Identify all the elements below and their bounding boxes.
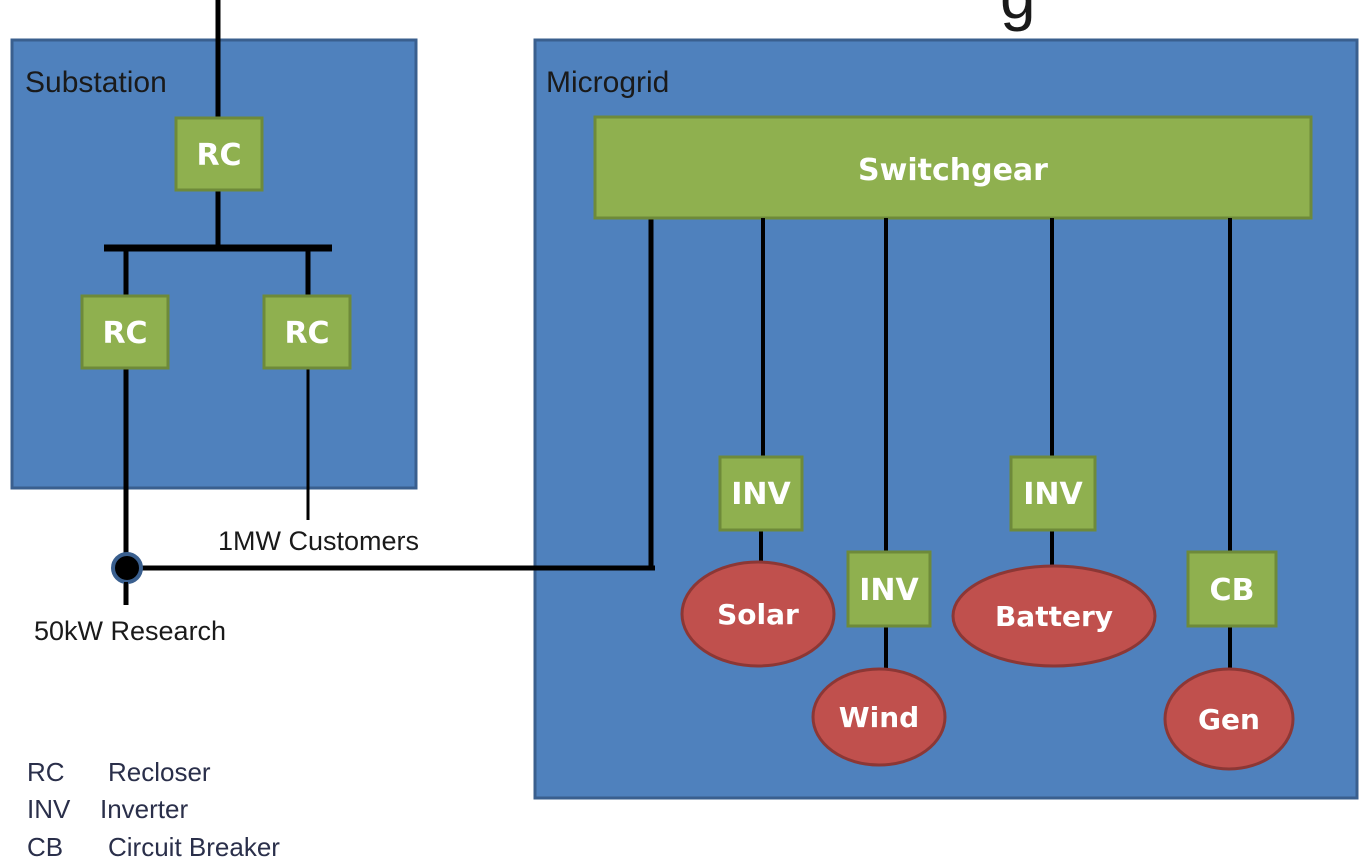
legend-meaning-cb: Circuit Breaker: [108, 832, 280, 862]
recloser-right[interactable]: [262, 294, 352, 370]
recloser-top-label: RC: [196, 138, 241, 173]
source-wind[interactable]: [811, 667, 947, 767]
source-battery[interactable]: [951, 564, 1157, 668]
junction-node: [111, 552, 143, 584]
title-fragment: g: [1000, 0, 1036, 32]
legend-abbr-rc: RC: [27, 757, 65, 787]
recloser-left[interactable]: [80, 294, 170, 370]
inverter-wind[interactable]: [846, 550, 932, 628]
source-solar-label: Solar: [717, 598, 799, 631]
circuit-breaker-label: CB: [1210, 573, 1255, 608]
recloser-right-label: RC: [284, 316, 329, 351]
customers-feeder-label: 1MW Customers: [218, 526, 419, 556]
inverter-solar-label: INV: [731, 477, 791, 512]
circuit-breaker[interactable]: [1186, 550, 1278, 628]
substation-region: [10, 38, 418, 490]
switchgear[interactable]: [593, 115, 1313, 220]
legend-meaning-rc: Recloser: [108, 757, 211, 787]
microgrid-label: Microgrid: [546, 66, 669, 99]
source-solar[interactable]: [680, 560, 836, 668]
legend-abbr-inv: INV: [27, 794, 71, 824]
legend-abbr-cb: CB: [27, 832, 63, 862]
recloser-top[interactable]: [174, 116, 264, 192]
substation-label: Substation: [25, 66, 167, 99]
legend: RC Recloser INV Inverter CB Circuit Brea…: [27, 757, 280, 862]
inverter-solar[interactable]: [718, 455, 804, 532]
source-wind-label: Wind: [839, 701, 919, 734]
legend-meaning-inv: Inverter: [100, 794, 188, 824]
inverter-wind-label: INV: [859, 573, 919, 608]
source-battery-label: Battery: [995, 600, 1113, 633]
source-gen-label: Gen: [1198, 703, 1260, 736]
switchgear-label: Switchgear: [858, 153, 1048, 188]
recloser-left-label: RC: [102, 316, 147, 351]
research-feeder-label: 50kW Research: [34, 616, 226, 646]
source-gen[interactable]: [1163, 667, 1295, 771]
inverter-battery[interactable]: [1009, 455, 1097, 532]
inverter-battery-label: INV: [1023, 477, 1083, 512]
